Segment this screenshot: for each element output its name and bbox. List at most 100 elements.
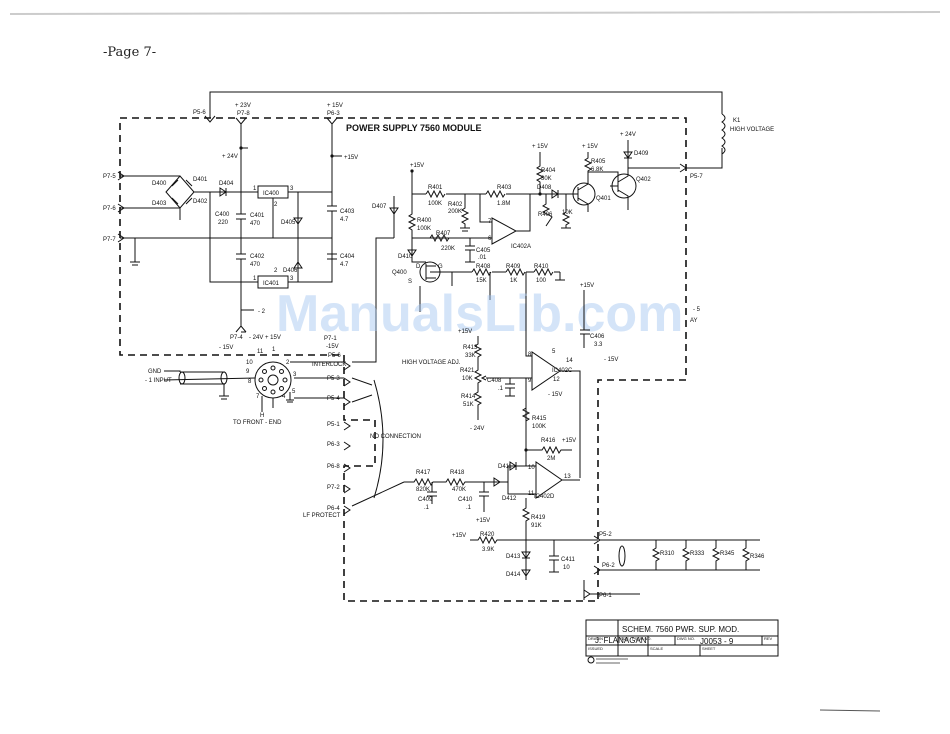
ic401-pin1: 1 [253, 276, 257, 282]
c405-label: C405 [476, 248, 491, 254]
p7-4-label: P7-4 [230, 335, 243, 341]
plus15-r416-label: +15V [562, 438, 576, 444]
minus24-label: - 24V [470, 426, 484, 432]
plus15-q2-label: + 15V [582, 144, 598, 150]
out-coax [618, 545, 626, 567]
ic402c-pin12: 12 [553, 377, 560, 383]
ic401-pin3: 3 [290, 276, 294, 282]
c405-symbol [465, 238, 475, 263]
q400-g: G [438, 264, 443, 270]
c408-label: C408 [487, 378, 502, 384]
c409-value: .1 [424, 505, 430, 511]
r408-label: R408 [476, 264, 491, 270]
r414-label: R414 [461, 394, 476, 400]
r310-label: R310 [660, 551, 675, 557]
high-voltage-note: HIGH VOLTAGE [730, 127, 774, 133]
module-title: POWER SUPPLY 7560 MODULE [346, 123, 482, 133]
socket-pin [279, 369, 284, 374]
p6-1-label: P6-1 [599, 593, 612, 599]
r-node [410, 169, 414, 173]
r404-value: 30K [541, 176, 552, 182]
c402-symbol [236, 238, 246, 282]
r408-value: 15K [476, 278, 487, 284]
r345-label: R345 [720, 551, 735, 557]
r400-label: R400 [417, 218, 432, 224]
fscm-label: FSCM NO. [632, 636, 652, 641]
r405-label: R405 [591, 159, 606, 165]
p7-1-label: P7-1 [324, 336, 337, 342]
r415-symbol [521, 407, 531, 422]
c408-symbol [505, 378, 515, 397]
load-resistors [651, 540, 751, 570]
c403-symbol [327, 192, 337, 238]
r346-label: R346 [750, 554, 765, 560]
r406-label: R406 [538, 212, 553, 218]
pin9-label: 9 [246, 369, 250, 375]
socket-pins [258, 365, 288, 395]
c406-label: C406 [590, 334, 605, 340]
ic400-label: IC400 [263, 191, 280, 197]
module-boundary [119, 117, 687, 602]
coax-cable [163, 370, 256, 385]
minus15-c-label: - 15V [548, 392, 562, 398]
watermark: ManualsLib.com [276, 285, 683, 343]
p7-4-arrow [235, 282, 247, 333]
rev-label: REV [764, 636, 773, 641]
c408-value: .1 [498, 386, 504, 392]
q402-label: Q402 [636, 177, 651, 183]
r421-value: 10K [462, 376, 473, 382]
ic402c-pin8: 8 [528, 352, 532, 358]
d403-label: D403 [152, 201, 167, 207]
c410-symbol [479, 482, 489, 512]
c405-value: .01 [478, 255, 487, 261]
c400-value: 220 [218, 220, 229, 226]
title-block [585, 619, 779, 657]
top-15v-label: + 15V [327, 103, 343, 109]
d405-label: D405 [281, 220, 296, 226]
p5-6-top-arrow [204, 115, 216, 123]
r419-symbol [521, 498, 531, 540]
minus15-c406-label: - 15V [604, 357, 618, 363]
d411-label: D411 [498, 464, 513, 470]
c409-symbol [427, 482, 437, 504]
ic402d-symbol [535, 461, 563, 499]
r410-value: 100 [536, 278, 547, 284]
r420-chain [470, 535, 598, 545]
top-23v-label: + 23V [235, 103, 251, 109]
r420-label: R420 [480, 532, 495, 538]
hv-divider [473, 336, 483, 420]
p6-4-label: P6-4 [327, 506, 340, 512]
plus15-q-label: + 15V [532, 144, 548, 150]
size-label: SIZE [620, 636, 629, 641]
c410-value: .1 [466, 505, 472, 511]
minus15b-label: -15V [326, 344, 339, 350]
ic402a-label: IC402A [511, 244, 531, 250]
interlock-wires [351, 237, 405, 507]
r404-label: R404 [541, 168, 556, 174]
d413-label: D413 [506, 554, 521, 560]
c404-value: 4.7 [340, 262, 349, 268]
r401-label: R401 [428, 185, 443, 191]
p5-4-label: P5-4 [327, 396, 340, 402]
relay-coil [721, 113, 726, 155]
q10k-label: 10K [562, 210, 573, 216]
pin10-label: 10 [246, 360, 253, 366]
ic401-box [257, 275, 289, 289]
socket-pin [279, 386, 284, 391]
ic402c-pin14: 14 [566, 358, 573, 364]
lf-protect-label: LF PROTECT [303, 513, 341, 519]
d406-label: D406 [283, 268, 298, 274]
p5-7-label: P5-7 [690, 174, 703, 180]
output-bus [583, 539, 760, 600]
c411-symbol [549, 540, 559, 573]
ic402a-pin6: 6 [488, 236, 492, 242]
d408-symbol [546, 189, 574, 199]
pin4-label: 4 [282, 394, 286, 400]
plus15-r413-label: +15V [458, 329, 472, 335]
p5-1-label: P5-1 [327, 422, 340, 428]
socket-pin [270, 389, 276, 395]
k1-label: K1 [733, 118, 741, 124]
d405-symbol [293, 192, 303, 238]
socket-pin [270, 365, 276, 371]
